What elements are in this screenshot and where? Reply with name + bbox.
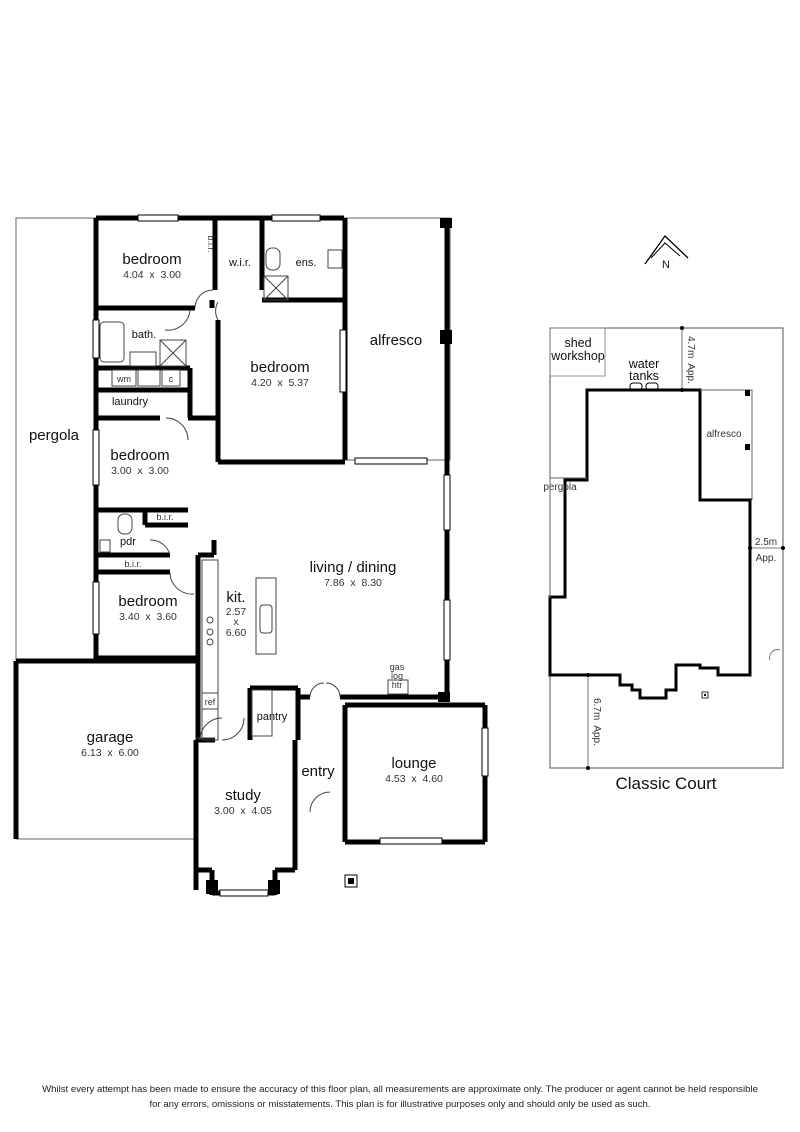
fixtures	[99, 247, 409, 741]
heater-line1: gas	[390, 662, 405, 672]
master-bedroom-label: bedroom	[250, 359, 309, 376]
bedroom1-label: bedroom	[122, 251, 181, 268]
bir1-label: b.i.r.	[206, 235, 216, 252]
pdr-label: pdr	[120, 536, 136, 548]
site-alfresco-label: alfresco	[706, 429, 741, 440]
living-dims: 7.86 x 8.30	[324, 577, 382, 589]
water-tanks-label-1: water	[628, 357, 660, 371]
street-name: Classic Court	[615, 774, 716, 793]
wm-label: wm	[116, 374, 131, 384]
alfresco-label: alfresco	[370, 332, 423, 349]
bath-label: bath.	[132, 329, 156, 341]
room-labels: bedroom 4.04 x 3.00 b.i.r. w.i.r. ens. b…	[29, 235, 443, 817]
water-tanks-label-2: tanks	[629, 369, 659, 383]
site-pergola-label: pergola	[543, 482, 577, 493]
master-bedroom-dims: 4.20 x 5.37	[251, 377, 309, 389]
kitchen-dims-w: 2.57	[226, 606, 247, 618]
pantry-label: pantry	[257, 711, 288, 723]
windows	[92, 214, 489, 897]
doors	[149, 289, 341, 813]
bedroom1-dims: 4.04 x 3.00	[123, 269, 181, 281]
porch-post	[344, 874, 358, 888]
laundry-label: laundry	[112, 396, 149, 408]
setback-front-label: 6.7m App.	[591, 698, 602, 746]
garage-label: garage	[87, 729, 134, 746]
study-label: study	[225, 787, 261, 804]
bedroom2-dims: 3.00 x 3.00	[111, 465, 169, 477]
kitchen-dims-h: 6.60	[226, 627, 247, 639]
house-footprint	[548, 388, 752, 700]
kitchen-dims-x: x	[233, 616, 239, 628]
heater-line2: log	[391, 671, 403, 681]
compass-label: N	[662, 259, 670, 271]
wall-blocks	[206, 218, 452, 894]
ref-label: ref	[205, 697, 216, 707]
garage-dims: 6.13 x 6.00	[81, 747, 139, 759]
walls	[13, 215, 488, 896]
setback-side-label-1: 2.5m	[755, 537, 777, 548]
bedroom3-dims: 3.40 x 3.60	[119, 611, 177, 623]
wir-label: w.i.r.	[228, 257, 251, 269]
shed-label-2: workshop	[550, 349, 605, 363]
shed-label-1: shed	[564, 336, 591, 350]
study-dims: 3.00 x 4.05	[214, 805, 272, 817]
shed-outline	[549, 327, 606, 377]
entry-label: entry	[301, 763, 335, 780]
lounge-label: lounge	[391, 755, 436, 772]
setback-side-label-2: App.	[756, 553, 777, 564]
bedroom2-label: bedroom	[110, 447, 169, 464]
disclaimer-text: Whilst every attempt has been made to en…	[42, 1084, 758, 1110]
living-label: living / dining	[310, 559, 397, 576]
bedroom3-label: bedroom	[118, 593, 177, 610]
c-label: c	[169, 374, 174, 384]
ens-label: ens.	[296, 257, 317, 269]
kitchen-label: kit.	[226, 589, 245, 606]
bir3-label: b.i.r.	[124, 559, 141, 569]
bir2-label: b.i.r.	[156, 512, 173, 522]
site-plan: shed workshop water tanks alfresco pergo…	[543, 326, 785, 793]
lounge-dims: 4.53 x 4.60	[385, 773, 443, 785]
setback-rear-label: 4.7m App.	[685, 336, 696, 384]
compass-icon: N	[644, 235, 689, 271]
heater-line3: htr	[392, 680, 403, 690]
pergola-label: pergola	[29, 427, 80, 444]
outdoor-outlines	[15, 217, 451, 840]
